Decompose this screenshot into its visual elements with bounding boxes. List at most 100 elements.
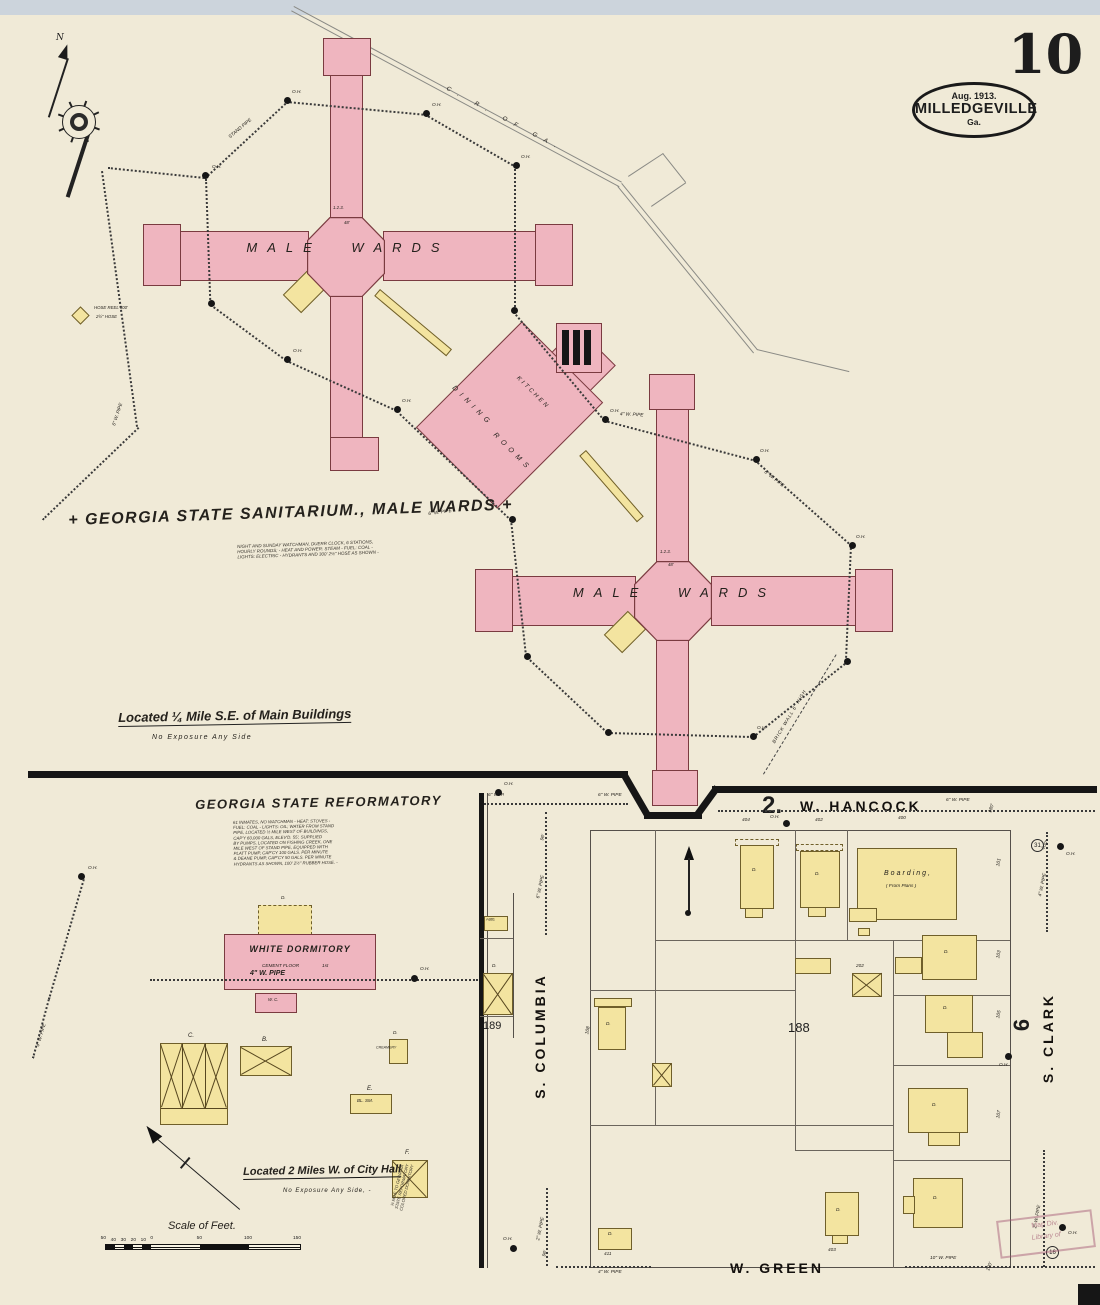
brick-wall-line	[763, 654, 837, 775]
city-pipe-columbia-top	[545, 812, 547, 935]
hydrant	[849, 542, 856, 549]
street-label-clark: S. CLARK	[1040, 992, 1056, 1084]
hydrant-label: O.H.	[420, 967, 430, 972]
ward2-north-wing	[656, 409, 689, 563]
pipe-label: 4" W. PIPE	[598, 1270, 622, 1275]
white-dormitory	[224, 934, 376, 990]
ward1-octagon-fill	[308, 218, 384, 296]
boarding-label: Boarding,	[884, 870, 932, 877]
lot-line-h6	[893, 1160, 1010, 1161]
hydrant-label: O.H.	[856, 535, 866, 540]
hydrant-label: O.H.	[503, 1237, 513, 1242]
house-number: 103	[996, 950, 1003, 959]
hydrant-label: O.H.	[760, 449, 770, 454]
bldg-f-label: F.	[405, 1150, 410, 1156]
lot-line-h4	[893, 1065, 1010, 1066]
lot-line-h1	[655, 940, 1010, 941]
rail-spur	[756, 349, 850, 373]
dwelling-label: D.	[943, 1006, 948, 1011]
dwelling-label: D.	[815, 872, 820, 877]
hydrant	[783, 820, 790, 827]
dwelling-103	[922, 935, 977, 980]
mid-strip-building	[795, 958, 831, 974]
white-dorm-annex	[258, 905, 312, 935]
block189-lot-line-1	[480, 938, 513, 939]
compass-arrowhead	[57, 42, 73, 61]
boarding-outbuilding	[858, 928, 870, 936]
compass-needle-upper	[47, 58, 69, 118]
rail-siding-1	[628, 152, 664, 178]
house-number: 403	[828, 1248, 836, 1253]
divider-jog-left	[619, 771, 651, 817]
white-dorm-pipe-label: 4" W. PIPE	[250, 970, 286, 977]
hydrant	[1057, 843, 1064, 850]
bldg-c-divider-1	[182, 1044, 184, 1108]
hancock-block-number: 2.	[762, 792, 783, 819]
block189-lot-line-2	[480, 1016, 513, 1017]
hydrant	[602, 416, 609, 423]
hydrant	[208, 300, 215, 307]
corridor-1	[374, 289, 453, 357]
sanitarium-notes: NIGHT AND SUNDAY WATCHMAN, DUERR CLOCK, …	[237, 540, 379, 561]
pipe-seg-18	[101, 171, 139, 427]
hydrant-label: O.H.	[1066, 852, 1076, 857]
ward1-east-cap	[535, 224, 573, 286]
lot-line-v1	[655, 830, 656, 1126]
hydrant-label: O.H.	[1068, 1231, 1078, 1236]
hydrant-label: O.H.	[757, 726, 767, 731]
reformatory-pipe-1	[48, 878, 85, 1000]
rail-line-2	[617, 183, 758, 354]
boarding-sub-label: ( From Plans )	[885, 884, 917, 889]
city-pipe-green-left	[556, 1266, 651, 1268]
house-number: 107	[996, 1110, 1003, 1119]
hose-reel-label-1: HOSE REEL 300'	[94, 306, 128, 311]
stamp-state: Ga.	[967, 117, 981, 127]
pipe-seg-5	[514, 166, 516, 311]
hancock-south-edge	[590, 830, 1010, 832]
ward1-dim-48: 48'	[344, 221, 350, 226]
dwelling-402-ext	[808, 907, 826, 917]
creamery-d-label: D.	[393, 1031, 398, 1036]
ward2-octagon	[634, 561, 712, 641]
pipe-seg-19	[42, 426, 140, 521]
bldg-c-floorline	[161, 1108, 227, 1110]
dwelling-108	[598, 1007, 626, 1050]
pipe-label: 6" W. PIPE	[946, 798, 970, 803]
auto-building	[484, 916, 508, 931]
ward2-octagon-fill	[635, 562, 711, 640]
hydrant	[394, 406, 401, 413]
dwelling-402	[800, 851, 840, 908]
street-label-green: W. GREEN	[730, 1260, 825, 1276]
sheet-number: 10	[1008, 22, 1084, 86]
boiler-bar-1	[562, 330, 569, 365]
pipe-label: 2" W. PIPE	[536, 1216, 546, 1241]
dwelling-411	[598, 1228, 632, 1250]
stamp-date: Aug. 1913.	[951, 91, 997, 101]
rail-siding-3	[651, 182, 687, 208]
dwelling-105-ext	[947, 1032, 983, 1058]
scale-tick: 150	[293, 1235, 302, 1241]
dwelling-403-ext	[832, 1235, 848, 1244]
dwelling-label: D.	[932, 1103, 937, 1108]
divider-under-cap	[644, 812, 702, 819]
lot-line-v3	[847, 830, 848, 940]
hydrant-label: O.H.	[999, 1063, 1009, 1068]
reformatory-located-note: Located 2 Miles W. of City Hall	[243, 1163, 402, 1180]
dwelling-404-ext	[745, 908, 763, 918]
auto-label: Auto.	[486, 918, 496, 923]
wc-label: W. C.	[268, 998, 279, 1003]
dwelling-label: D.	[608, 1232, 613, 1237]
scale-midline	[106, 1246, 300, 1248]
ward2-south-cap	[652, 770, 698, 806]
white-dorm-annex-label: D.	[281, 896, 286, 901]
ward2-note-123: 1.2.3.	[660, 550, 671, 555]
wc-building	[255, 993, 297, 1013]
hydrant	[753, 456, 760, 463]
lot-line-h5	[590, 1125, 893, 1126]
sanitarium-located-note: Located ¼ Mile S.E. of Main Buildings	[118, 705, 352, 727]
circled-valve-31: 31	[1031, 839, 1044, 852]
block189-east-edge	[513, 893, 514, 1038]
bldg-b-label: B.	[262, 1037, 268, 1043]
reformatory-note-line: HYDRANTS AS SHOWN, 100' 2½" RUBBER HOSE.…	[233, 860, 338, 867]
white-dorm-floor: CEMENT FLOOR	[262, 964, 300, 969]
